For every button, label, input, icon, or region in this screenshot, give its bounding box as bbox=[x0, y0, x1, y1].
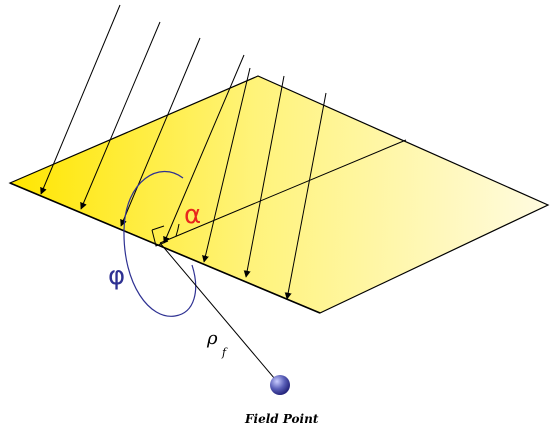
incident-ray-7 bbox=[284, 92, 327, 300]
incident-ray-6 bbox=[243, 75, 285, 278]
field-point-marker bbox=[270, 375, 290, 395]
right-angle-marker-top bbox=[151, 225, 165, 231]
field-point-label: Field Point bbox=[244, 412, 319, 426]
incident-ray-2 bbox=[80, 21, 161, 210]
rho-line bbox=[159, 242, 281, 386]
incident-ray-5 bbox=[202, 67, 251, 263]
reference-line bbox=[159, 139, 407, 244]
alpha-label: α bbox=[184, 200, 201, 230]
incident-ray-1 bbox=[40, 4, 121, 195]
rho-subscript-label: f bbox=[221, 346, 228, 359]
alpha-arc bbox=[175, 223, 180, 237]
half-plane bbox=[8, 75, 550, 314]
rho-label: ρ bbox=[206, 328, 218, 349]
incident-rays bbox=[40, 4, 327, 300]
right-angle-marker bbox=[151, 229, 169, 247]
phi-circle bbox=[123, 170, 197, 317]
plane-edge bbox=[9, 182, 321, 314]
incident-ray-4 bbox=[163, 54, 245, 244]
phi-label: φ bbox=[108, 261, 125, 291]
incident-ray-3 bbox=[120, 37, 201, 227]
